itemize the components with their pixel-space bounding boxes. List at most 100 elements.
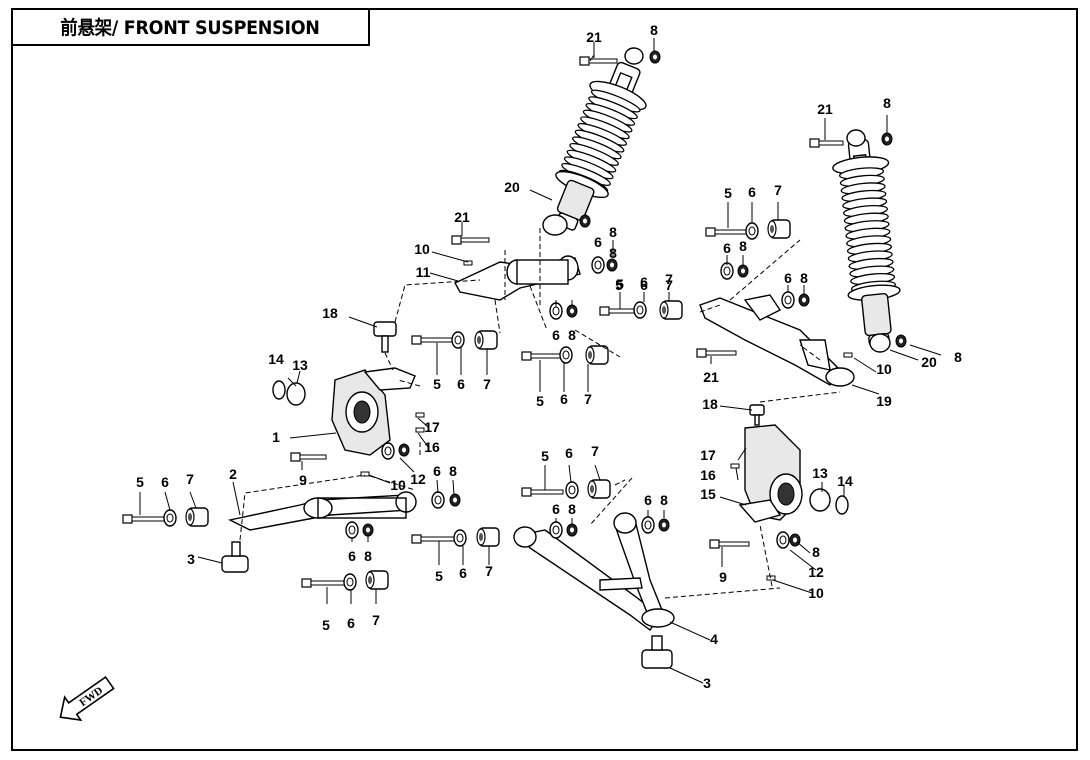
left-lower-a-arm bbox=[227, 491, 417, 531]
left-shock-absorber bbox=[542, 47, 647, 236]
bolt-part bbox=[521, 351, 566, 361]
callout-number: 8 bbox=[449, 463, 457, 479]
callout-number: 5 bbox=[435, 568, 443, 584]
callout-number: 5 bbox=[322, 617, 330, 633]
callout-number: 6 bbox=[348, 548, 356, 564]
callout-number: 6 bbox=[161, 474, 169, 490]
nut-part bbox=[362, 523, 374, 537]
bush-part bbox=[767, 219, 791, 239]
right-upper-a-arm bbox=[699, 294, 855, 387]
callout-number: 21 bbox=[703, 369, 719, 385]
nut-part bbox=[881, 132, 893, 146]
nut-part bbox=[566, 523, 578, 537]
callout-number: 7 bbox=[186, 471, 194, 487]
bush-part bbox=[587, 479, 611, 499]
bush-part bbox=[476, 527, 500, 547]
callout-number: 5 bbox=[433, 376, 441, 392]
right-lower-a-arm bbox=[513, 512, 675, 632]
washer-part bbox=[559, 346, 573, 364]
callout-number: 8 bbox=[800, 270, 808, 286]
fwd-arrow-icon: FWD bbox=[59, 675, 115, 722]
callout-number: 13 bbox=[292, 357, 308, 373]
callout-number: 5 bbox=[616, 276, 624, 292]
callout-number: 7 bbox=[665, 271, 673, 287]
callout-number: 5 bbox=[536, 393, 544, 409]
callout-number: 14 bbox=[837, 473, 853, 489]
washer-part bbox=[745, 222, 759, 240]
callout-number: 6 bbox=[784, 270, 792, 286]
callout-number: 6 bbox=[565, 445, 573, 461]
bolt-part bbox=[521, 487, 564, 497]
bolt-part bbox=[809, 138, 844, 148]
callout-number: 8 bbox=[609, 224, 617, 240]
left-upper-a-arm bbox=[454, 255, 581, 301]
nut-part bbox=[649, 50, 661, 64]
pin-part bbox=[730, 463, 740, 469]
bush-part bbox=[474, 330, 498, 350]
left-steering-knuckle bbox=[272, 367, 416, 456]
washer-part bbox=[381, 442, 395, 460]
washer-part bbox=[451, 331, 465, 349]
callout-number: 7 bbox=[665, 277, 673, 293]
washer-part bbox=[633, 301, 647, 319]
right-shock-absorber bbox=[832, 129, 901, 353]
callout-number: 15 bbox=[700, 486, 716, 502]
callout-number: 7 bbox=[774, 182, 782, 198]
callout-number: 8 bbox=[364, 548, 372, 564]
callout-number: 6 bbox=[457, 376, 465, 392]
callout-number: 6 bbox=[433, 463, 441, 479]
bush-part bbox=[365, 570, 389, 590]
page-title: 前悬架/ FRONT SUSPENSION bbox=[59, 16, 320, 39]
washer-part bbox=[431, 491, 445, 509]
callout-number: 18 bbox=[322, 305, 338, 321]
nut-part bbox=[895, 334, 907, 348]
callout-number: 17 bbox=[700, 447, 716, 463]
callout-number: 8 bbox=[883, 95, 891, 111]
callout-number: 3 bbox=[187, 551, 195, 567]
callout-number: 21 bbox=[817, 101, 833, 117]
pin-part bbox=[843, 352, 853, 358]
washer-part bbox=[641, 516, 655, 534]
callout-number: 13 bbox=[812, 465, 828, 481]
washer-part bbox=[776, 531, 790, 549]
callout-number: 7 bbox=[483, 376, 491, 392]
callout-number: 9 bbox=[719, 569, 727, 585]
washer-part bbox=[591, 256, 605, 274]
nut-part bbox=[658, 518, 670, 532]
ball-joints bbox=[221, 321, 765, 669]
callout-number: 17 bbox=[424, 419, 440, 435]
callout-number: 6 bbox=[640, 277, 648, 293]
right-steering-knuckle bbox=[738, 424, 849, 523]
pin-part bbox=[415, 427, 425, 433]
bolt-part bbox=[411, 534, 456, 544]
leader-lines bbox=[139, 38, 942, 684]
callout-number: 8 bbox=[660, 492, 668, 508]
callout-number: 2 bbox=[229, 466, 237, 482]
callout-number: 8 bbox=[568, 327, 576, 343]
callout-number: 6 bbox=[347, 615, 355, 631]
pin-part bbox=[463, 260, 473, 266]
washer-part bbox=[720, 262, 734, 280]
callout-number: 10 bbox=[414, 241, 430, 257]
nut-part bbox=[579, 214, 591, 228]
callout-number: 12 bbox=[808, 564, 824, 580]
nut-part bbox=[606, 258, 618, 272]
callout-number: 8 bbox=[812, 544, 820, 560]
callout-number: 14 bbox=[268, 351, 284, 367]
callout-number: 3 bbox=[703, 675, 711, 691]
callout-number: 6 bbox=[748, 184, 756, 200]
callout-number: 12 bbox=[410, 471, 426, 487]
callout-number: 16 bbox=[700, 467, 716, 483]
callout-number: 6 bbox=[560, 391, 568, 407]
washer-part bbox=[781, 291, 795, 309]
washer-part bbox=[343, 573, 357, 591]
nut-part bbox=[566, 304, 578, 318]
bush-part bbox=[585, 345, 609, 365]
callout-number: 8 bbox=[954, 349, 962, 365]
nut-part bbox=[798, 293, 810, 307]
callout-number: 8 bbox=[650, 22, 658, 38]
callout-number: 7 bbox=[372, 612, 380, 628]
nut-part bbox=[398, 443, 410, 457]
